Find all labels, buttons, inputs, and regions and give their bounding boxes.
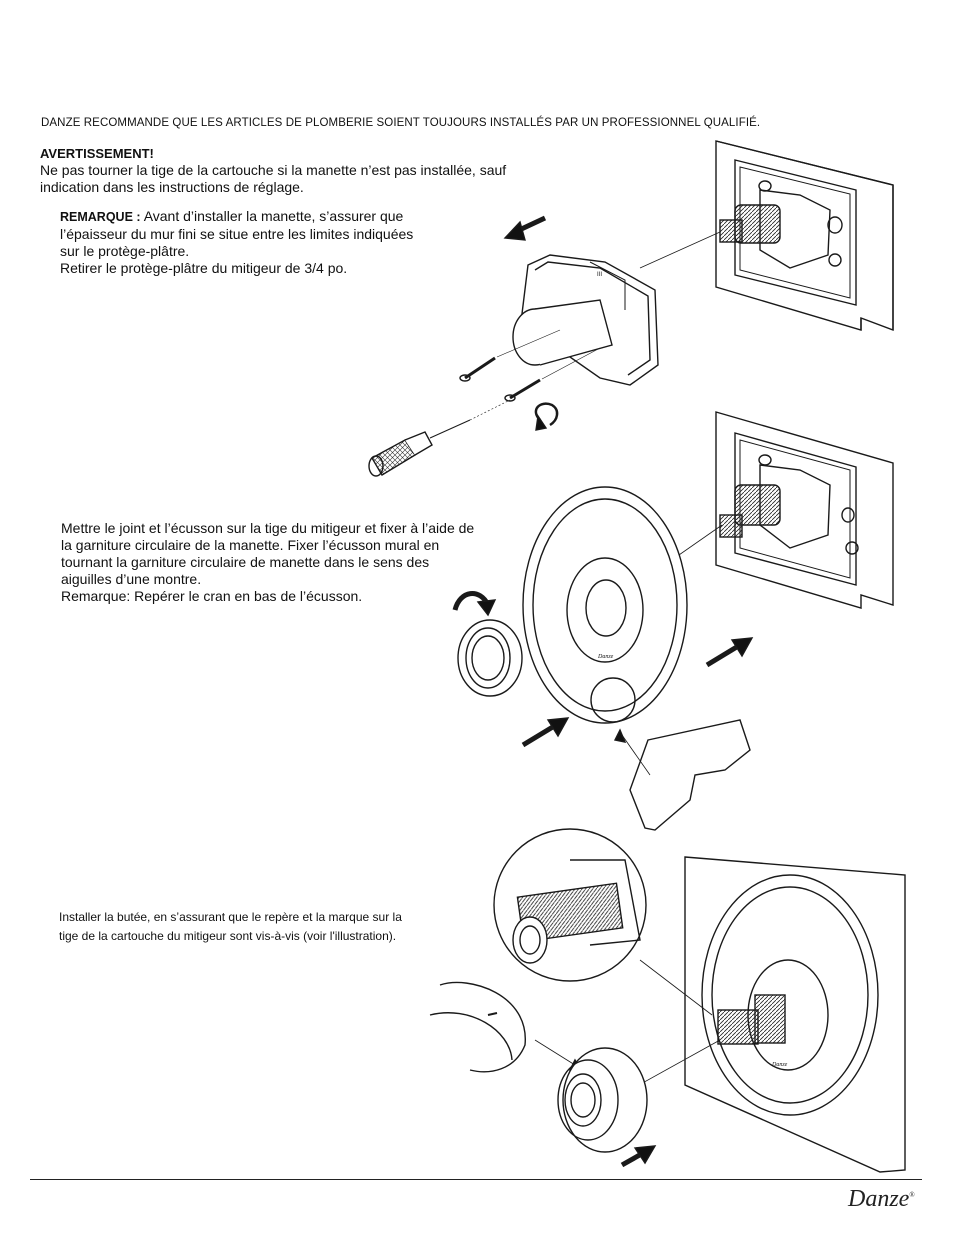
wall-panel-3: Danze <box>629 856 906 1173</box>
warning-title: AVERTISSEMENT! <box>40 146 154 161</box>
stop-detail-circle <box>429 981 584 1073</box>
figure-remove-plaster-guard: III <box>368 140 894 477</box>
plate-mark-3: Danze <box>771 1062 788 1068</box>
step2-instructions: Mettre le joint et l’écusson sur la tige… <box>61 520 481 605</box>
logo-text: Danze <box>848 1186 910 1212</box>
step1-remark: REMARQUE : Avant d’installer la manette,… <box>60 208 420 277</box>
remark-text: Avant d’installer la manette, s’assurer … <box>60 208 414 259</box>
step3-instructions: Installer la butée, en s’assurant que le… <box>59 910 402 943</box>
valve-body-2 <box>599 454 859 611</box>
stem-detail-circle <box>493 828 713 1016</box>
figure-install-escutcheon: Danze <box>452 411 894 831</box>
rotate-ccw-arrow <box>534 402 559 431</box>
plaster-guard: III <box>512 254 659 386</box>
remove-plaster-guard-text: Retirer le protège-plâtre du mitigeur de… <box>60 260 348 276</box>
footer-rule <box>30 1179 922 1180</box>
valve-body-1 <box>639 180 843 269</box>
trim-ring <box>457 619 523 697</box>
installation-recommendation: DANZE RECOMMANDE QUE LES ARTICLES DE PLO… <box>41 117 761 129</box>
insert-arrows <box>521 637 754 748</box>
screwdriver <box>368 399 511 477</box>
registered-mark: ® <box>909 1191 915 1199</box>
rotate-cw-arrow <box>452 591 497 617</box>
svg-text:III: III <box>597 272 602 278</box>
warning-text: Ne pas tourner la tige de la cartouche s… <box>40 162 507 195</box>
notch-detail <box>613 719 751 831</box>
figure-install-stop: Danze <box>429 828 906 1173</box>
step2-text: Mettre le joint et l’écusson sur la tige… <box>61 520 475 587</box>
danze-logo: Danze® <box>848 1186 915 1213</box>
stop-piece <box>557 1047 648 1153</box>
escutcheon-plate: Danze <box>522 486 688 724</box>
step2-note: Remarque: Repérer le cran en bas de l’éc… <box>61 588 363 604</box>
remark-label: REMARQUE : <box>60 210 141 224</box>
remove-arrow <box>503 215 547 241</box>
plate-mark: Danze <box>597 654 614 660</box>
push-arrow <box>620 1145 657 1168</box>
screws <box>459 329 601 402</box>
